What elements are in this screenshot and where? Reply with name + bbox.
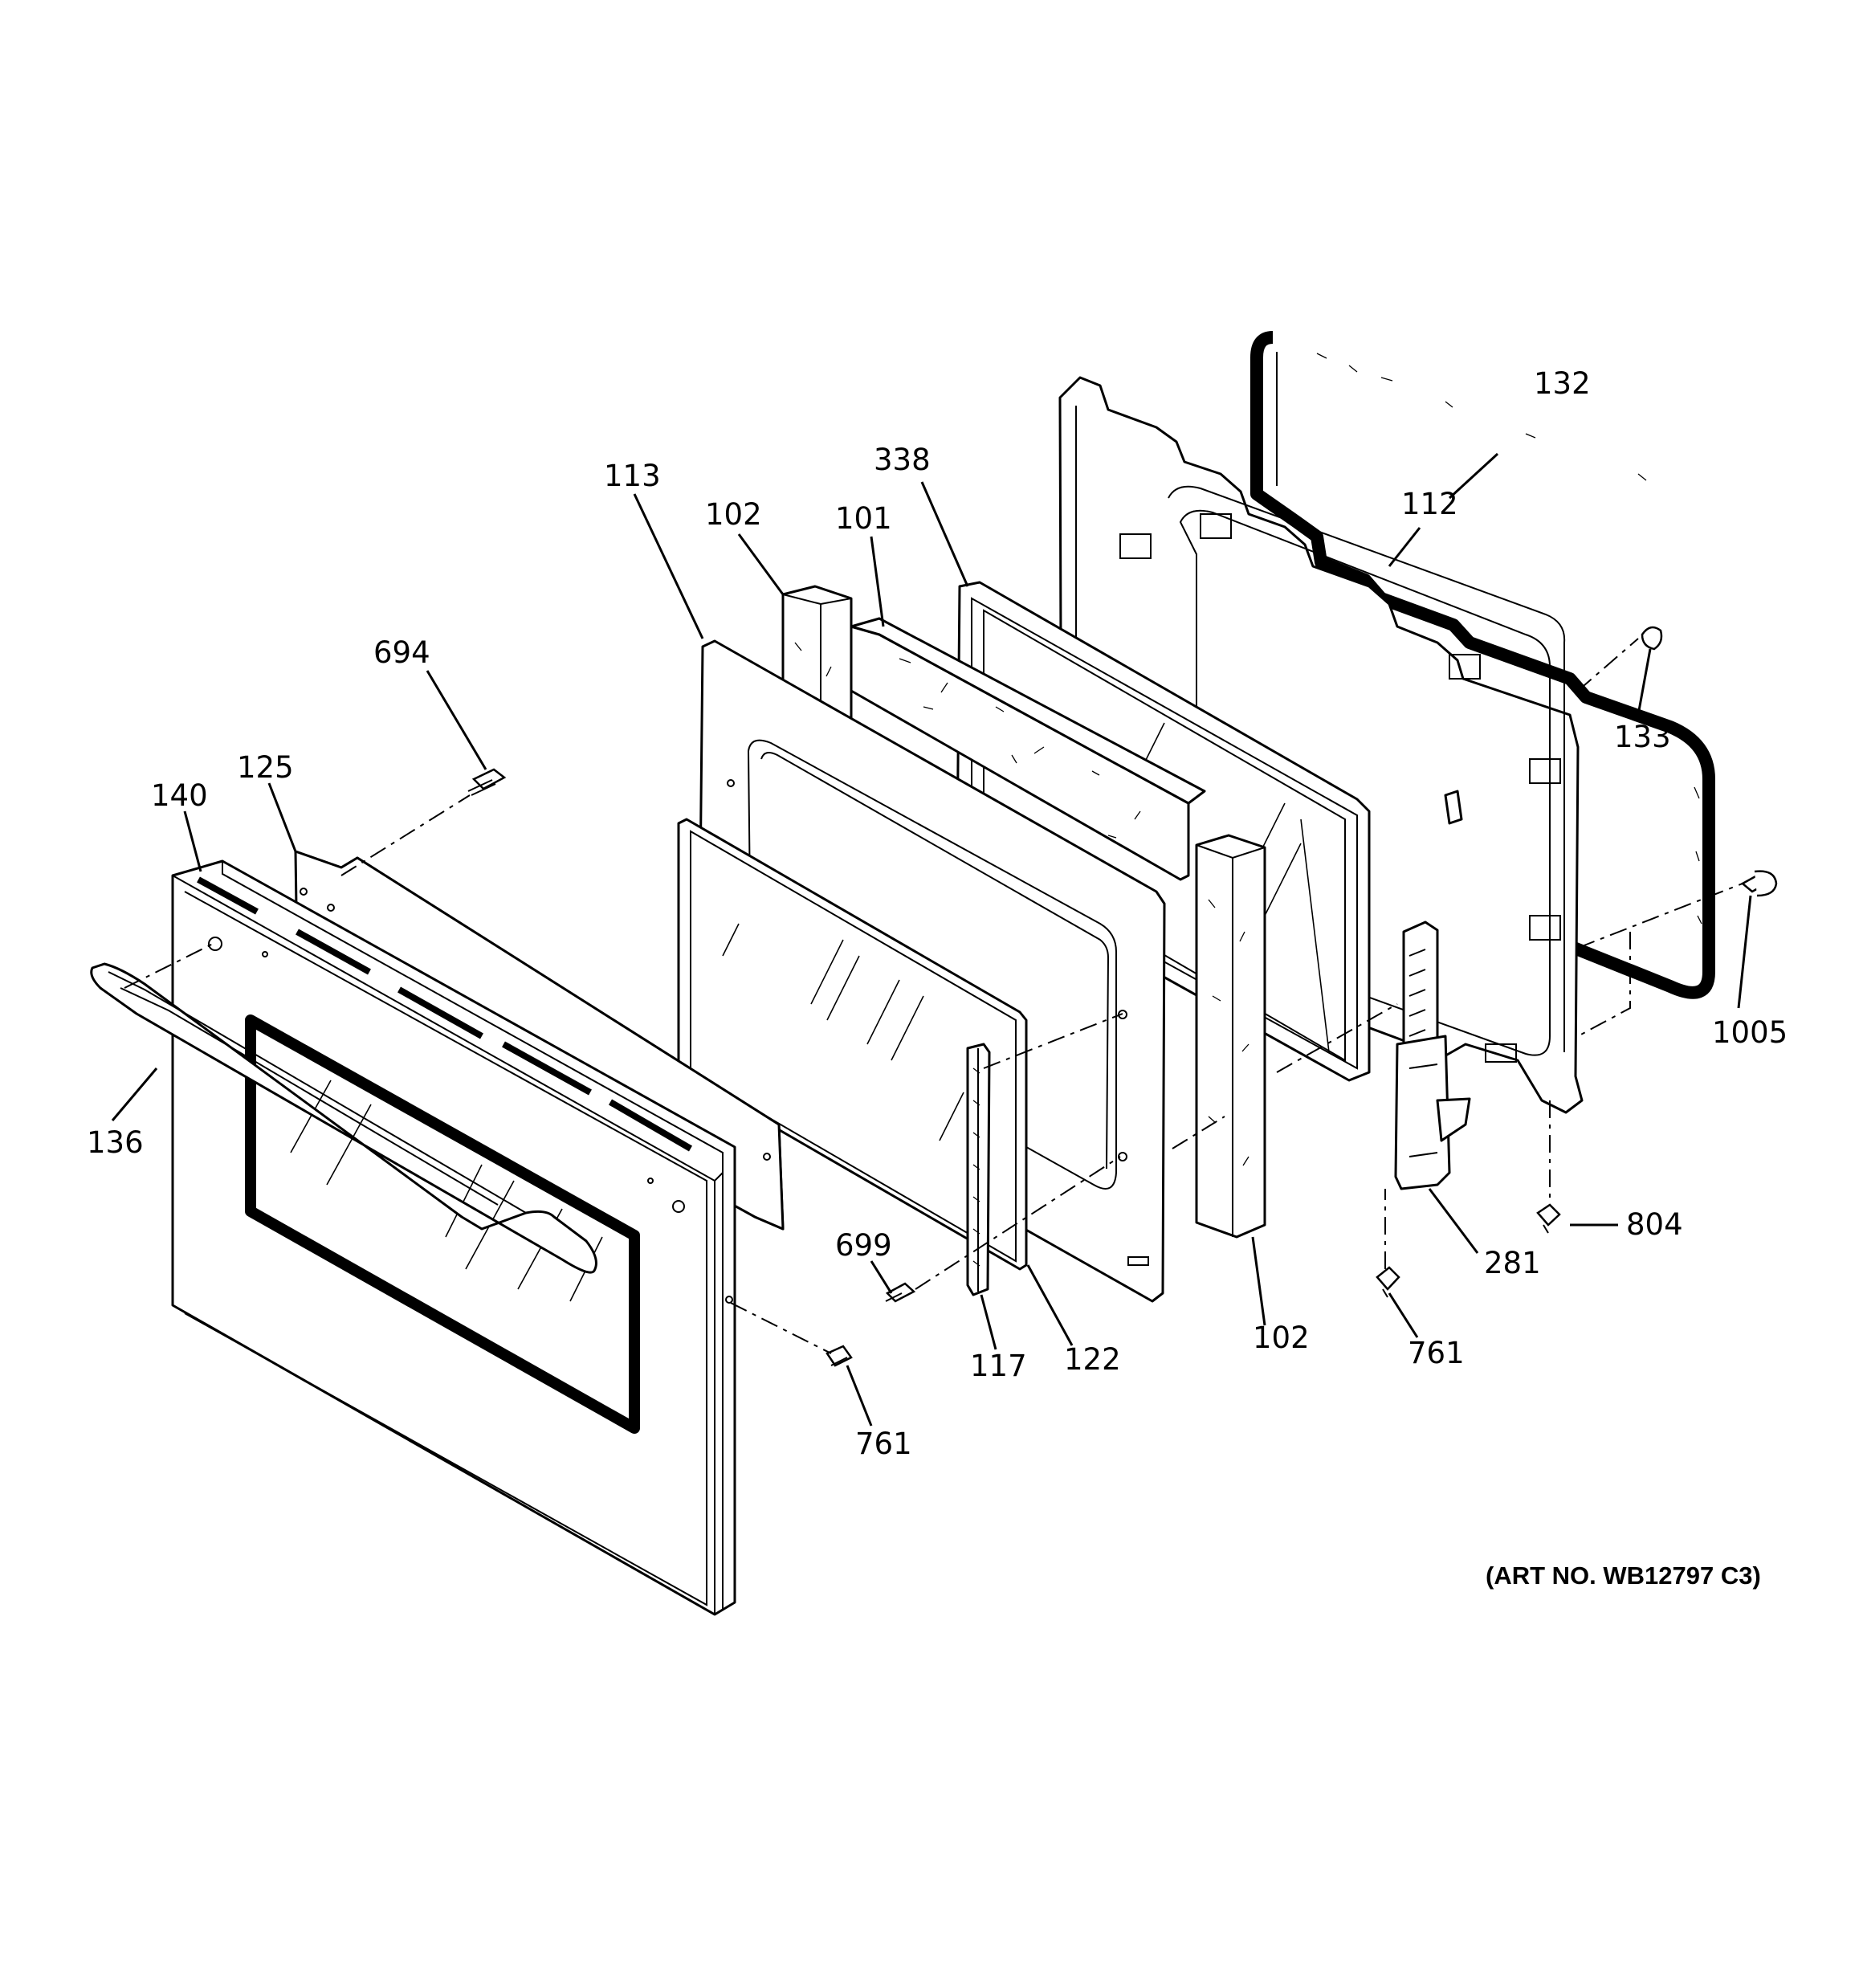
bumper-133 bbox=[1641, 626, 1663, 651]
callout-281: 281 bbox=[1484, 1246, 1541, 1280]
outer-door-panel bbox=[171, 859, 736, 1616]
door-stop-1005 bbox=[1740, 870, 1778, 897]
art-number: (ART NO. WB12797 C3) bbox=[1486, 1561, 1761, 1590]
callout-122: 122 bbox=[1064, 1342, 1121, 1377]
callout-699: 699 bbox=[835, 1228, 892, 1263]
insulation-right bbox=[1195, 834, 1266, 1239]
callout-140: 140 bbox=[151, 778, 208, 813]
leader-lines bbox=[111, 452, 1752, 1427]
callout-113: 113 bbox=[604, 459, 661, 493]
callout-1005: 1005 bbox=[1712, 1015, 1788, 1050]
screw-699 bbox=[885, 1282, 916, 1303]
screw-761-left bbox=[826, 1345, 853, 1367]
callout-761-left: 761 bbox=[855, 1427, 912, 1461]
screw-761-right bbox=[1376, 1266, 1400, 1298]
alignment-lines bbox=[124, 638, 1743, 1354]
callout-125: 125 bbox=[237, 750, 294, 785]
callout-112: 112 bbox=[1401, 487, 1458, 521]
door-handle bbox=[90, 962, 597, 1274]
callout-804: 804 bbox=[1626, 1207, 1683, 1242]
callout-102-bottom: 102 bbox=[1253, 1321, 1310, 1355]
callout-102-top: 102 bbox=[705, 497, 762, 532]
callout-133: 133 bbox=[1614, 720, 1671, 754]
callout-101: 101 bbox=[835, 501, 892, 536]
door-gasket bbox=[1250, 331, 1715, 999]
screw-804 bbox=[1536, 1203, 1561, 1234]
callout-694: 694 bbox=[373, 635, 430, 670]
callout-132: 132 bbox=[1534, 366, 1591, 401]
door-hinge bbox=[1394, 921, 1471, 1190]
glass-retainer bbox=[966, 1043, 991, 1296]
callout-labels: 132 112 338 113 102 101 694 133 125 140 … bbox=[87, 366, 1788, 1590]
callout-338: 338 bbox=[874, 443, 931, 477]
callout-117: 117 bbox=[970, 1349, 1027, 1383]
screw-694 bbox=[467, 768, 507, 796]
callout-761-right: 761 bbox=[1408, 1336, 1465, 1370]
callout-136: 136 bbox=[87, 1125, 144, 1160]
